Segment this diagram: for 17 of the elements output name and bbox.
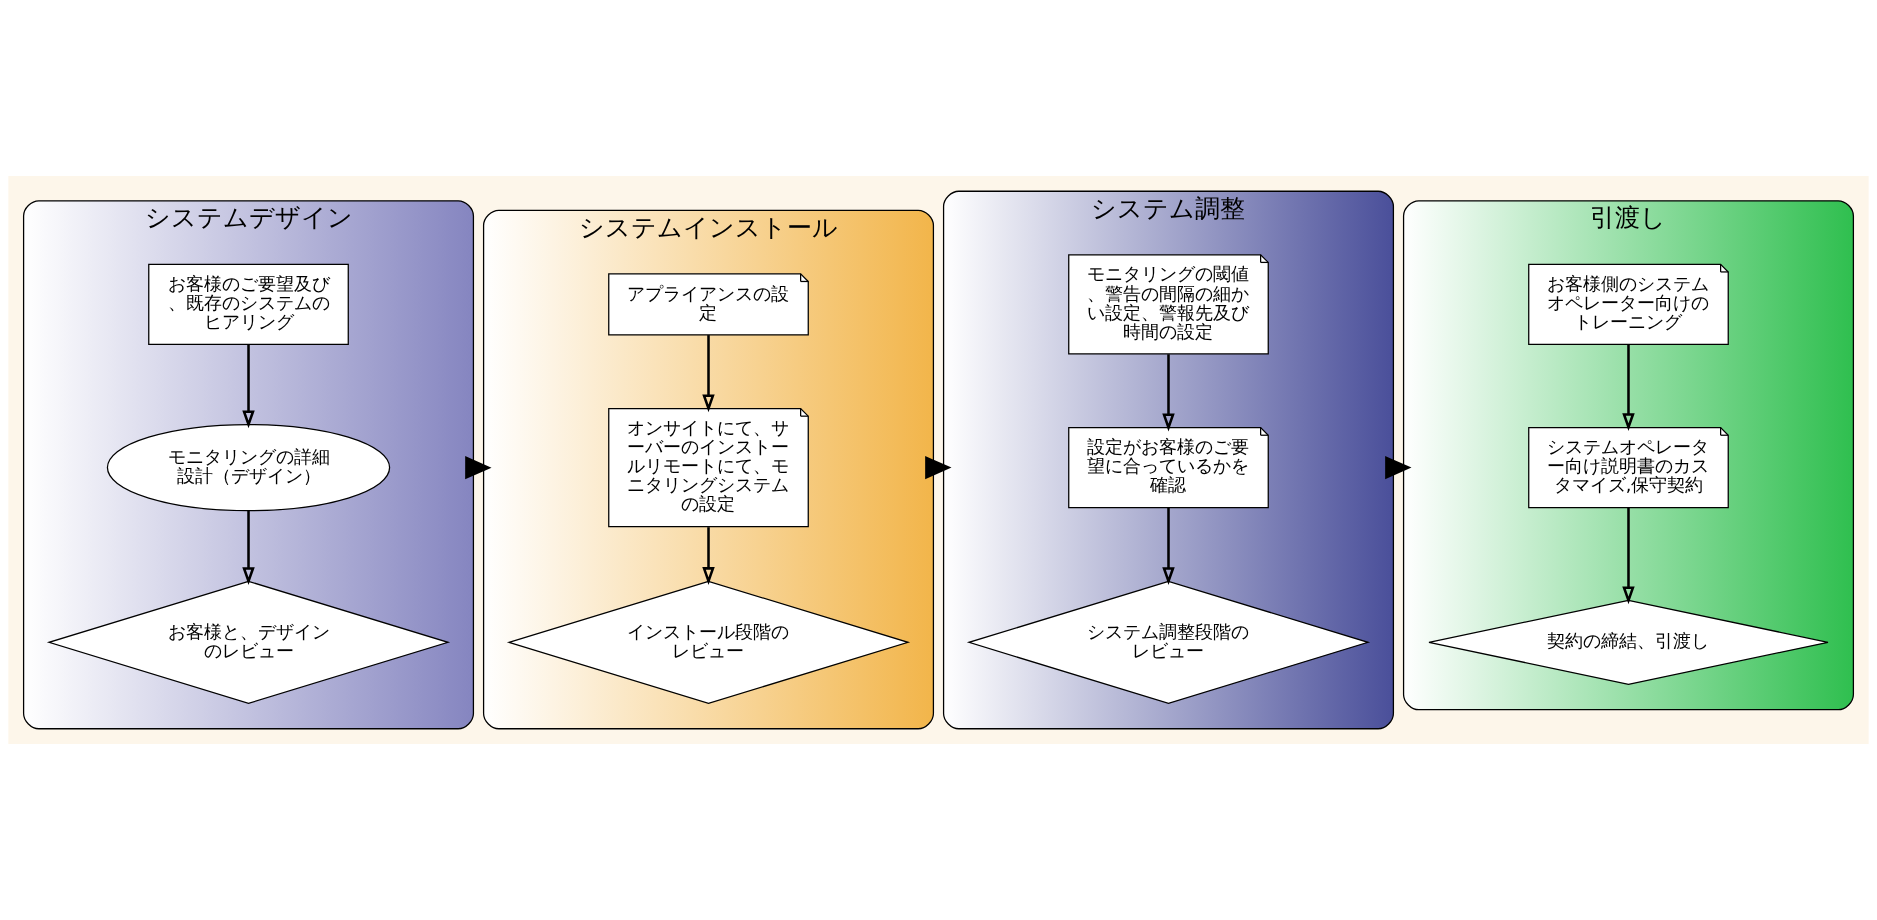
arrow (702, 335, 715, 413)
arrow (925, 456, 952, 480)
arrow (1622, 344, 1635, 432)
node-diamond: システム調整段階のレビュー (966, 580, 1371, 704)
arrow (702, 527, 715, 585)
node-ellipse: モニタリングの詳細設計（デザイン） (106, 423, 391, 512)
arrow (242, 511, 255, 586)
node-box: お客様のご要望及び、既存のシステムのヒアリング (148, 263, 349, 345)
arrow (242, 344, 255, 429)
arrow (465, 456, 492, 480)
node-diamond: お客様と、デザインのレビュー (46, 580, 451, 704)
arrow (1385, 456, 1412, 480)
node-diamond: インストール段階のレビュー (506, 580, 911, 704)
node-diamond: 契約の締結、引渡し (1428, 599, 1829, 685)
arrow (1622, 507, 1635, 605)
arrow (1162, 507, 1175, 586)
arrow (1162, 354, 1175, 432)
